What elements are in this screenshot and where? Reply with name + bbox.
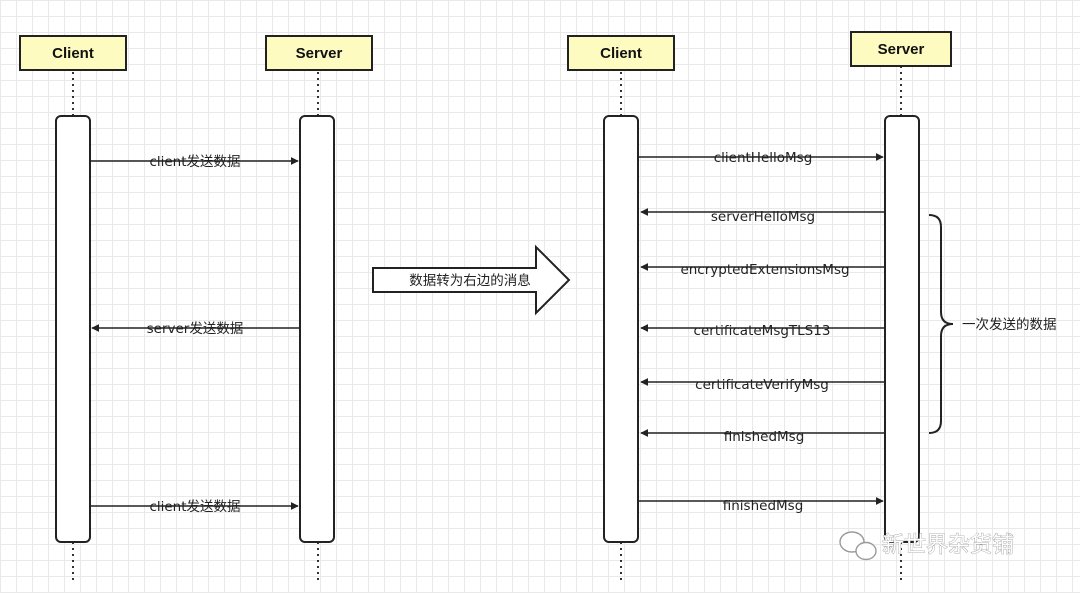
left-message-2: client发送数据 <box>91 499 299 515</box>
client-activation-bar <box>603 115 639 543</box>
right-message-1: serverHelloMsg <box>640 208 884 225</box>
server-actor: Server <box>265 35 373 71</box>
message-label: finishedMsg <box>724 429 805 445</box>
right-diagram: Client Server clientHelloMsg serverHello… <box>567 31 1057 580</box>
watermark-text: 新世界杂货铺 <box>882 533 1014 558</box>
message-label: certificateMsgTLS13 <box>694 323 831 339</box>
brace-label: 一次发送的数据 <box>962 317 1057 333</box>
right-message-4: certificateVerifyMsg <box>640 377 884 393</box>
server-activation-bar <box>884 115 920 543</box>
transition-arrow: 数据转为右边的消息 <box>372 244 571 316</box>
message-label: client发送数据 <box>149 499 240 515</box>
client-actor: Client <box>567 35 675 71</box>
transition-arrow-label: 数据转为右边的消息 <box>409 272 531 289</box>
client-activation-bar <box>55 115 91 543</box>
right-message-3: certificateMsgTLS13 <box>640 323 884 339</box>
message-label: clientHelloMsg <box>714 150 813 166</box>
right-message-0: clientHelloMsg <box>639 150 884 166</box>
wechat-icon <box>839 531 877 561</box>
curly-brace: 一次发送的数据 <box>928 214 1057 434</box>
server-actor: Server <box>850 31 952 67</box>
watermark: 新世界杂货铺 <box>839 531 1014 561</box>
server-actor-label: Server <box>296 45 343 62</box>
message-label: encryptedExtensionsMsg <box>680 262 849 278</box>
left-message-0: client发送数据 <box>91 154 299 170</box>
server-activation-bar <box>299 115 335 543</box>
right-brace-icon <box>928 214 954 434</box>
right-message-5: finishedMsg <box>640 429 884 445</box>
message-label: serverHelloMsg <box>711 209 815 225</box>
message-label: client发送数据 <box>149 154 240 170</box>
client-actor-label: Client <box>52 45 94 62</box>
right-message-6: finishedMsg <box>639 497 884 514</box>
message-label: finishedMsg <box>723 498 804 514</box>
message-label: server发送数据 <box>147 321 244 337</box>
left-message-1: server发送数据 <box>91 321 299 337</box>
right-arrow-icon <box>372 244 571 316</box>
message-label: certificateVerifyMsg <box>695 377 829 393</box>
client-actor: Client <box>19 35 127 71</box>
server-actor-label: Server <box>878 41 925 58</box>
client-actor-label: Client <box>600 45 642 62</box>
left-diagram: Client Server client发送数据 server发送数据 clie… <box>19 35 373 580</box>
right-message-2: encryptedExtensionsMsg <box>640 262 884 278</box>
